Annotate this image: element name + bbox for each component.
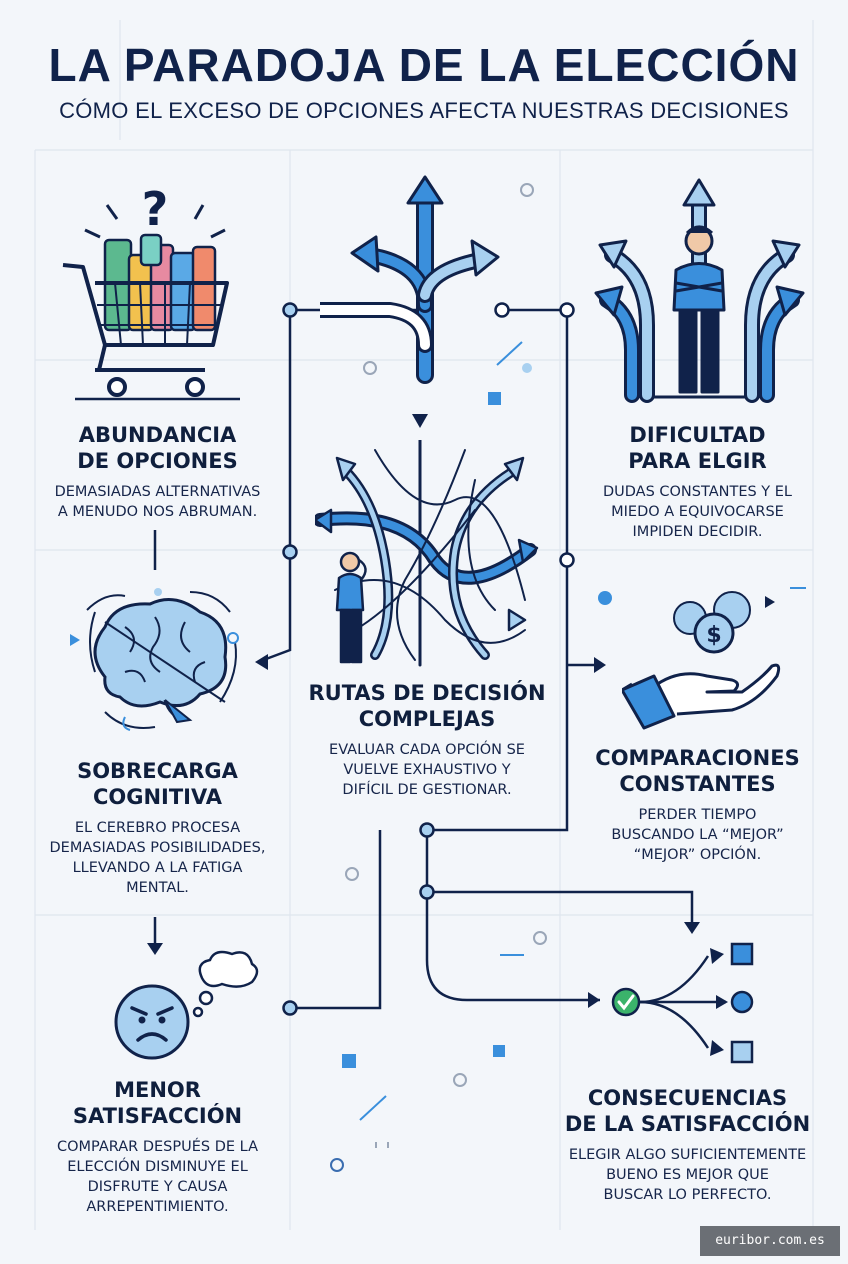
section-dificultad: DIFICULTAD PARA ELGIR DUDAS CONSTANTES Y… bbox=[560, 422, 835, 542]
section-dificultad-title: DIFICULTAD PARA ELGIR bbox=[628, 423, 767, 473]
section-menor-desc: COMPARAR DESPUÉS DE LA ELECCIÓN DISMINUY… bbox=[56, 1139, 258, 1215]
section-comparaciones: COMPARACIONES CONSTANTES PERDER TIEMPO B… bbox=[560, 745, 835, 865]
question-mark-icon: ? bbox=[142, 182, 169, 236]
section-sobrecarga: SOBRECARGA COGNITIVA EL CEREBRO PROCESA … bbox=[20, 758, 295, 898]
shopping-cart-icon: ? bbox=[62, 182, 240, 401]
section-consecuencias-desc: ELEGIR ALGO SUFICIENTEMENTE BUENO ES MEJ… bbox=[568, 1147, 807, 1203]
person-crossroads-icon bbox=[594, 178, 805, 403]
section-rutas-title: RUTAS DE DECISIÓN COMPLEJAS bbox=[308, 681, 546, 731]
outcome-branches-icon bbox=[611, 942, 754, 1064]
section-abundancia: ABUNDANCIA DE OPCIONES DEMASIADAS ALTERN… bbox=[20, 422, 295, 522]
section-sobrecarga-desc: EL CEREBRO PROCESA DEMASIADAS POSIBILIDA… bbox=[49, 820, 266, 896]
branching-arrows-icon bbox=[320, 175, 500, 384]
hand-coins-icon: $ bbox=[622, 591, 781, 730]
source-watermark: euribor.com.es bbox=[700, 1226, 840, 1256]
page-subtitle: CÓMO EL EXCESO DE OPCIONES AFECTA NUESTR… bbox=[59, 98, 789, 123]
dollar-sign-icon: $ bbox=[706, 623, 721, 648]
section-dificultad-desc: DUDAS CONSTANTES Y EL MIEDO A EQUIVOCARS… bbox=[602, 484, 793, 540]
tangled-decision-paths-icon bbox=[315, 440, 539, 667]
section-consecuencias: CONSECUENCIAS DE LA SATISFACCIÓN ELEGIR … bbox=[545, 1085, 830, 1205]
section-comparaciones-desc: PERDER TIEMPO BUSCANDO LA “MEJOR” “MEJOR… bbox=[611, 807, 784, 863]
section-comparaciones-title: COMPARACIONES CONSTANTES bbox=[595, 746, 800, 796]
section-rutas: RUTAS DE DECISIÓN COMPLEJAS EVALUAR CADA… bbox=[292, 680, 562, 800]
section-menor-title: MENOR SATISFACCIÓN bbox=[72, 1078, 243, 1128]
section-menor: MENOR SATISFACCIÓN COMPARAR DESPUÉS DE L… bbox=[20, 1077, 295, 1217]
section-rutas-desc: EVALUAR CADA OPCIÓN SE VUELVE EXHAUSTIVO… bbox=[329, 742, 525, 798]
page-title: LA PARADOJA DE LA ELECCIÓN bbox=[48, 39, 800, 91]
section-sobrecarga-title: SOBRECARGA COGNITIVA bbox=[77, 759, 238, 809]
section-abundancia-title: ABUNDANCIA DE OPCIONES bbox=[77, 423, 238, 473]
section-abundancia-desc: DEMASIADAS ALTERNATIVAS A MENUDO NOS ABR… bbox=[54, 484, 261, 520]
section-consecuencias-title: CONSECUENCIAS DE LA SATISFACCIÓN bbox=[564, 1086, 811, 1136]
sad-face-icon bbox=[114, 950, 259, 1060]
brain-overload-icon bbox=[86, 591, 239, 731]
